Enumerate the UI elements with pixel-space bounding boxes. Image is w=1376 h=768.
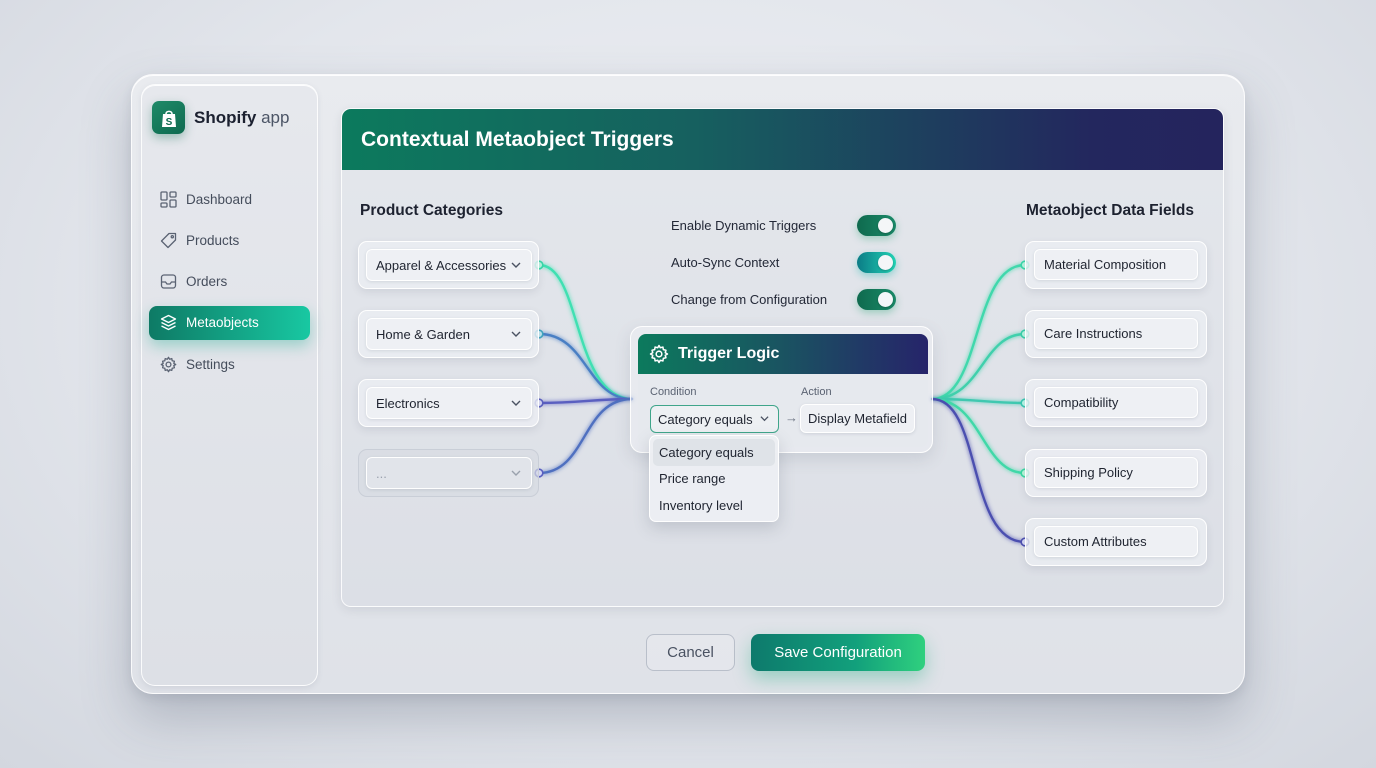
toggle-knob: [878, 292, 893, 307]
chevron-down-icon: [511, 400, 521, 406]
action-label: Action: [801, 386, 832, 398]
toggle-label: Enable Dynamic Triggers: [671, 218, 817, 233]
category-select[interactable]: Electronics: [366, 387, 532, 419]
change-from-configuration-toggle[interactable]: [857, 289, 896, 310]
enable-dynamic-triggers-toggle[interactable]: [857, 215, 896, 236]
sidebar-item-label: Settings: [186, 356, 235, 372]
inbox-tray-icon: [159, 273, 177, 291]
app-window: S Shopify app Dashboard Products: [131, 74, 1245, 694]
condition-dropdown-menu: Category equals Price range Inventory le…: [649, 435, 779, 522]
categories-title: Product Categories: [360, 202, 503, 219]
dropdown-option-price-range[interactable]: Price range: [659, 471, 726, 487]
shopify-bag-icon: S: [152, 101, 185, 134]
sidebar-item-settings[interactable]: Settings: [149, 347, 310, 381]
field-card: Care Instructions: [1025, 310, 1207, 358]
dropdown-option-inventory-level[interactable]: Inventory level: [659, 497, 743, 513]
layers-icon: [159, 314, 177, 332]
category-select-value: Electronics: [376, 395, 440, 411]
cancel-button[interactable]: Cancel: [646, 634, 735, 671]
trigger-logic-title: Trigger Logic: [678, 345, 780, 362]
trigger-logic-inner: Trigger Logic Condition Action Category …: [638, 334, 928, 447]
sidebar-nav: Dashboard Products Orders Metaobjects: [149, 182, 310, 388]
page-title: Contextual Metaobject Triggers: [342, 109, 1223, 170]
trigger-logic-header: Trigger Logic: [638, 334, 928, 374]
chevron-down-icon: [511, 470, 521, 476]
brand: S Shopify app: [152, 101, 289, 134]
field-item-shipping-policy[interactable]: Shipping Policy: [1034, 457, 1198, 488]
category-card-empty: ...: [358, 449, 539, 497]
toggle-label: Auto-Sync Context: [671, 255, 780, 270]
field-card: Shipping Policy: [1025, 449, 1207, 497]
category-card: Electronics: [358, 379, 539, 427]
sidebar-item-orders[interactable]: Orders: [149, 265, 310, 299]
toggle-knob: [878, 218, 893, 233]
gear-icon: [649, 344, 669, 364]
save-configuration-button[interactable]: Save Configuration: [751, 634, 925, 671]
toggle-row-auto-sync: Auto-Sync Context: [671, 244, 896, 281]
category-select[interactable]: Home & Garden: [366, 318, 532, 350]
field-item-material-composition[interactable]: Material Composition: [1034, 249, 1198, 280]
trigger-config-panel: Contextual Metaobject Triggers: [341, 108, 1224, 607]
sidebar-item-dashboard[interactable]: Dashboard: [149, 182, 310, 216]
sidebar-item-label: Products: [186, 232, 240, 248]
field-card: Custom Attributes: [1025, 518, 1207, 566]
condition-label: Condition: [650, 386, 697, 398]
fields-title: Metaobject Data Fields: [1026, 202, 1194, 219]
sidebar-item-products[interactable]: Products: [149, 223, 310, 257]
field-item-care-instructions[interactable]: Care Instructions: [1034, 318, 1198, 349]
category-card: Home & Garden: [358, 310, 539, 358]
toggle-label: Change from Configuration: [671, 292, 828, 307]
chevron-down-icon: [760, 416, 769, 422]
sidebar: S Shopify app Dashboard Products: [141, 84, 318, 686]
action-select[interactable]: Display Metafield: [800, 404, 915, 433]
toggle-row-dynamic-triggers: Enable Dynamic Triggers: [671, 207, 896, 244]
field-item-compatibility[interactable]: Compatibility: [1034, 387, 1198, 418]
dashboard-grid-icon: [159, 190, 177, 208]
condition-select[interactable]: Category equals: [650, 405, 779, 433]
trigger-logic-card: Trigger Logic Condition Action Category …: [630, 326, 933, 453]
sidebar-item-label: Orders: [186, 274, 228, 290]
toggle-group: Enable Dynamic Triggers Auto-Sync Contex…: [671, 207, 896, 318]
sidebar-item-label: Dashboard: [186, 191, 253, 207]
toggle-knob: [878, 255, 893, 270]
gear-icon: [159, 355, 177, 373]
category-select-empty[interactable]: ...: [366, 457, 532, 489]
auto-sync-context-toggle[interactable]: [857, 252, 896, 273]
svg-text:S: S: [165, 117, 172, 128]
arrow-right-icon: →: [785, 410, 798, 425]
category-select-value: Home & Garden: [376, 326, 470, 342]
chevron-down-icon: [511, 262, 521, 268]
field-card: Material Composition: [1025, 241, 1207, 289]
category-card: Apparel & Accessories: [358, 241, 539, 289]
category-select[interactable]: Apparel & Accessories: [366, 249, 532, 281]
field-card: Compatibility: [1025, 379, 1207, 427]
brand-name: Shopify app: [194, 107, 290, 127]
toggle-row-change-config: Change from Configuration: [671, 281, 896, 318]
condition-select-value: Category equals: [658, 411, 753, 427]
category-select-placeholder: ...: [376, 465, 387, 481]
field-item-custom-attributes[interactable]: Custom Attributes: [1034, 526, 1198, 557]
dropdown-option-category-equals[interactable]: Category equals: [653, 439, 775, 466]
chevron-down-icon: [511, 331, 521, 337]
sidebar-item-label: Metaobjects: [186, 315, 259, 331]
category-select-value: Apparel & Accessories: [376, 257, 507, 273]
tag-icon: [159, 231, 177, 249]
sidebar-item-metaobjects[interactable]: Metaobjects: [149, 305, 310, 340]
